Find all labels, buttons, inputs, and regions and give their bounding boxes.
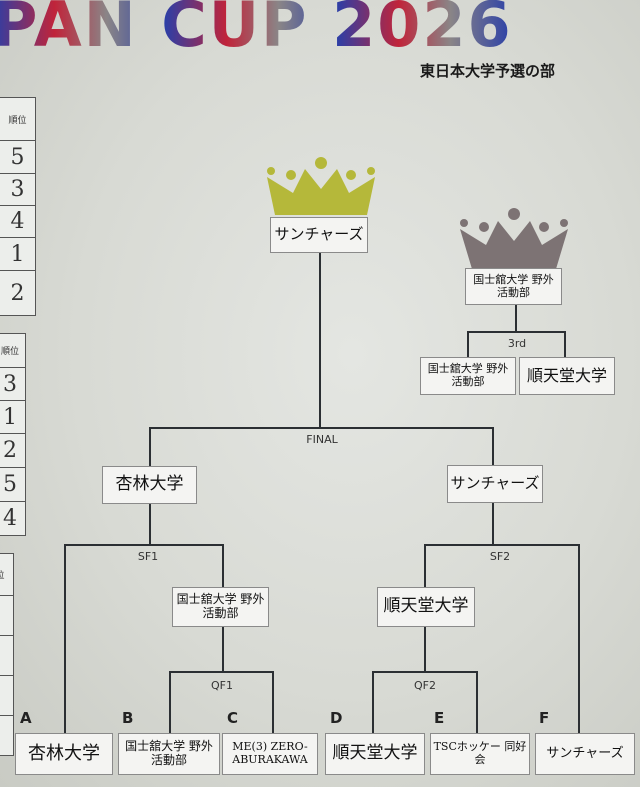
entry-box-c: ME(3) ZERO- ABURAKAWA — [222, 733, 318, 775]
rank-cell: 2 — [0, 270, 36, 316]
bracket-line — [424, 544, 426, 588]
sf2-label: SF2 — [489, 550, 511, 563]
rank-cell: 5 — [0, 467, 26, 502]
rank-cell: 1 — [0, 237, 36, 271]
entry-box-d: 順天堂大学 — [325, 733, 425, 775]
rank-cell: 4 — [0, 501, 26, 536]
third-place-label: 3rd — [507, 337, 527, 350]
division-subtitle: 東日本大学予選の部 — [420, 62, 556, 80]
third-place-winner-box: 国士舘大学 野外活動部 — [465, 268, 562, 305]
bracket-line — [64, 544, 224, 546]
bracket-line — [222, 544, 224, 588]
third-place-crown-icon — [460, 208, 568, 269]
rank-cell: 2 — [0, 433, 26, 468]
entry-box-a: 杏林大学 — [15, 733, 113, 775]
champion-crown-icon — [267, 157, 375, 215]
entry-box-b: 国士舘大学 野外活動部 — [118, 733, 220, 775]
qf1-winner-box: 国士舘大学 野外活動部 — [172, 587, 269, 627]
champion-box: サンチャーズ — [270, 217, 368, 253]
bracket-line — [319, 252, 321, 429]
bracket-line — [272, 671, 274, 734]
bracket-line — [467, 331, 566, 333]
bracket-line — [149, 504, 151, 546]
entry-letter-e: E — [434, 709, 445, 727]
final-label: FINAL — [306, 433, 338, 446]
qf2-winner-box: 順天堂大学 — [377, 587, 475, 627]
ranking-table-3: 位 — [0, 553, 14, 756]
bracket-line — [492, 503, 494, 546]
bracket-line — [476, 671, 478, 734]
ranking-table-2: 順位 3 1 2 5 4 — [0, 333, 26, 536]
entry-letter-a: A — [20, 709, 32, 727]
rank-header: 順位 — [0, 333, 26, 368]
rank-header: 順位 — [0, 97, 36, 141]
bracket-line — [467, 331, 469, 358]
bracket-line — [372, 671, 478, 673]
sf1-label: SF1 — [137, 550, 159, 563]
rank-cell: 4 — [0, 205, 36, 238]
bracket-line — [222, 626, 224, 673]
bracket-line — [578, 544, 580, 734]
bracket-line — [149, 427, 151, 467]
bracket-line — [372, 671, 374, 734]
bracket-line — [515, 305, 517, 333]
rank-header: 位 — [0, 553, 14, 596]
sf2-winner-box: サンチャーズ — [447, 465, 543, 503]
third-place-team-box: 順天堂大学 — [519, 357, 615, 395]
entry-letter-f: F — [539, 709, 550, 727]
entry-box-e: TSCホッケー 同好会 — [430, 733, 530, 775]
bracket-line — [492, 427, 494, 467]
qf1-label: QF1 — [211, 679, 233, 692]
rank-cell: 1 — [0, 400, 26, 434]
event-title-logo: PAN CUP 2026 — [0, 0, 513, 61]
sf1-winner-box: 杏林大学 — [102, 466, 197, 504]
entry-letter-c: C — [227, 709, 239, 727]
bracket-line — [564, 331, 566, 358]
rank-cell: 5 — [0, 140, 36, 174]
bracket-line — [169, 671, 274, 673]
ranking-table-1: 順位 5 3 4 1 2 — [0, 97, 36, 316]
qf2-label: QF2 — [414, 679, 436, 692]
entry-letter-d: D — [330, 709, 343, 727]
rank-cell: 3 — [0, 367, 26, 401]
third-place-team-box: 国士舘大学 野外活動部 — [420, 357, 516, 395]
rank-cell: 3 — [0, 173, 36, 206]
bracket-line — [424, 626, 426, 673]
entry-box-f: サンチャーズ — [535, 733, 635, 775]
bracket-line — [64, 544, 66, 734]
bracket-line — [169, 671, 171, 734]
entry-letter-b: B — [122, 709, 134, 727]
bracket-line — [150, 427, 494, 429]
bracket-line — [424, 544, 580, 546]
